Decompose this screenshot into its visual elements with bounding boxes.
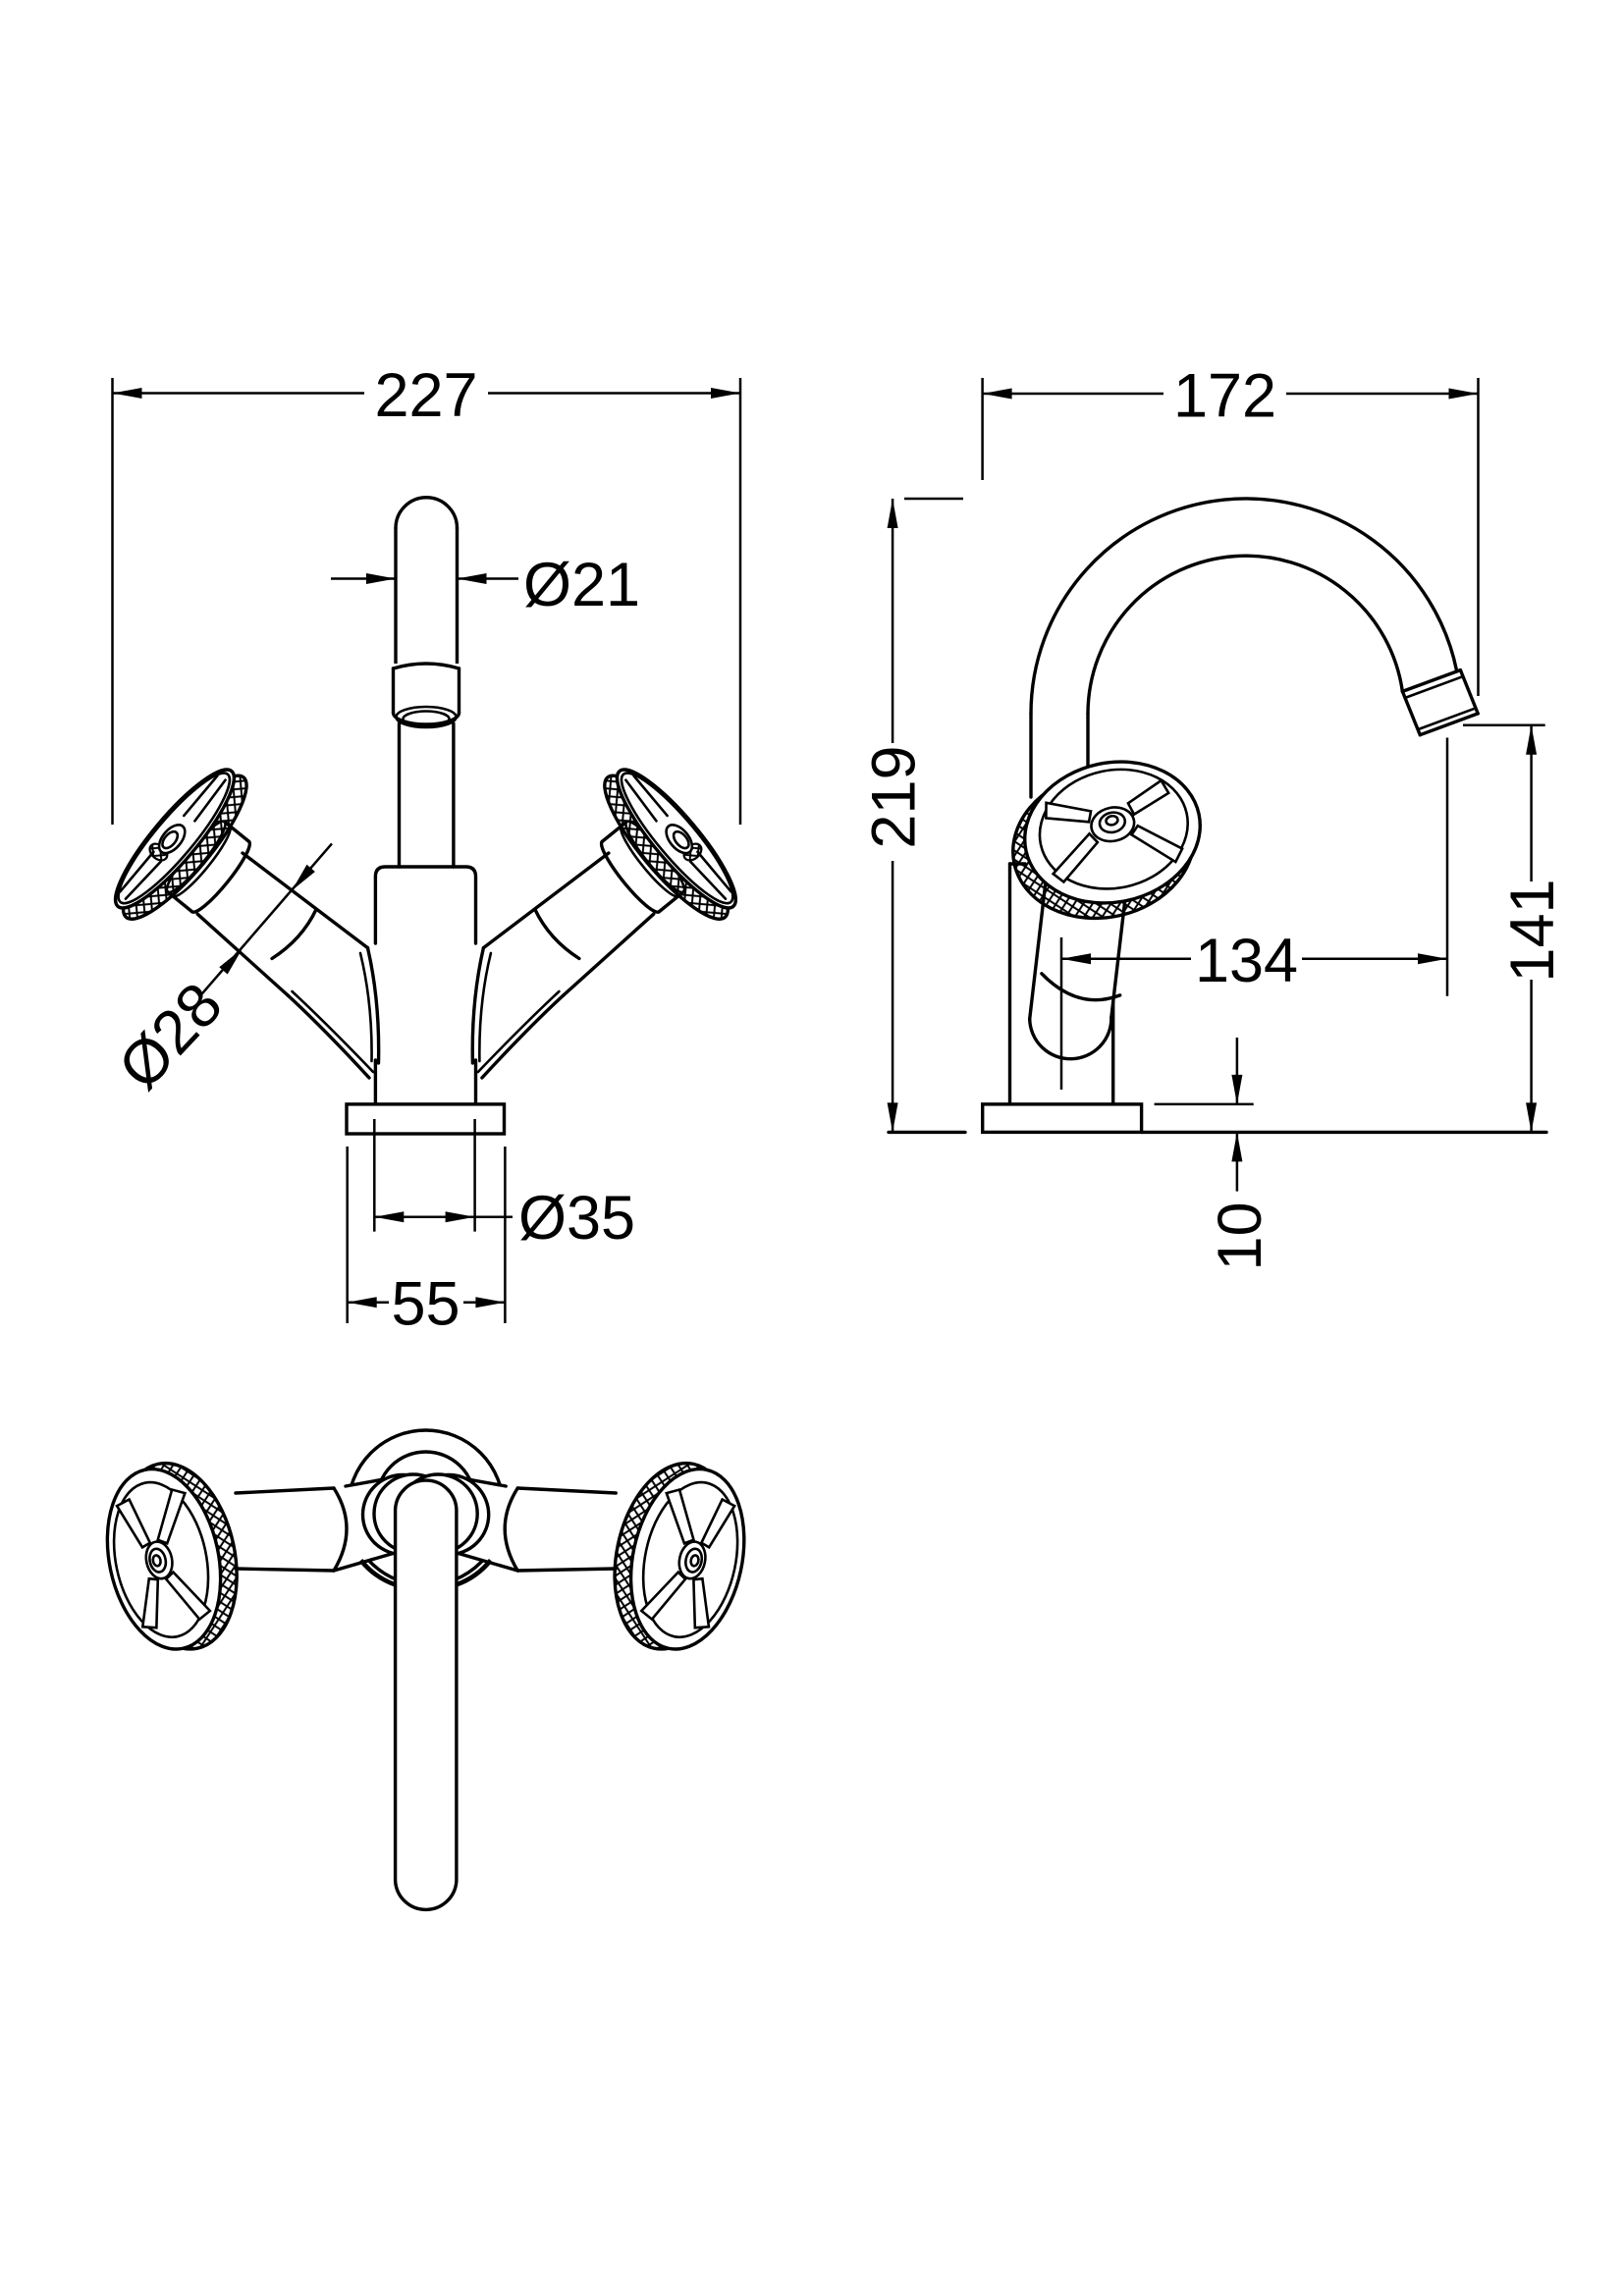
svg-text:141: 141 — [1498, 879, 1567, 982]
svg-text:Ø35: Ø35 — [518, 1184, 635, 1253]
svg-text:Ø21: Ø21 — [523, 551, 640, 619]
svg-text:172: 172 — [1173, 362, 1276, 431]
svg-text:10: 10 — [1206, 1201, 1274, 1270]
svg-text:219: 219 — [860, 745, 929, 848]
svg-text:55: 55 — [391, 1270, 460, 1339]
svg-text:134: 134 — [1195, 927, 1298, 995]
svg-text:227: 227 — [374, 361, 477, 430]
